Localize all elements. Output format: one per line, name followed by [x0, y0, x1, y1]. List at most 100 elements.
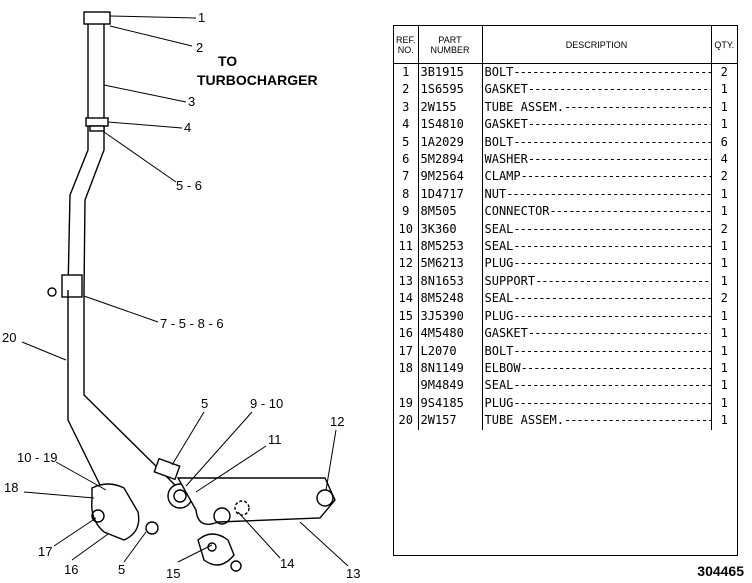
part-number-cell: 8N1653 — [418, 272, 483, 291]
callout-20: 20 — [2, 330, 16, 345]
support-bracket — [176, 477, 336, 525]
leader-dashes: ---------------------------------------- — [535, 273, 710, 288]
callout-18: 18 — [4, 480, 18, 495]
upper-tube — [67, 20, 105, 291]
ref-cell: 5 — [394, 133, 419, 152]
quantity-cell: 4 — [720, 152, 728, 167]
part-number-cell: 1S6595 — [418, 81, 483, 99]
leader-dashes: ---------------------------------------- — [513, 343, 710, 358]
exploded-parts-diagram: TO TURBOCHARGER 1 2 3 4 5 - 6 7 - 5 - 8 … — [2, 10, 360, 581]
description-cell: ELBOW-----------------------------------… — [482, 359, 712, 378]
svg-text:TURBOCHARGER: TURBOCHARGER — [197, 72, 318, 88]
ref-cell: 8 — [394, 185, 419, 204]
leader-dashes: ---------------------------------------- — [513, 308, 710, 323]
description-cell: SEAL------------------------------------… — [482, 220, 712, 239]
description-cell: TUBE ASSEM.-----------------------------… — [482, 98, 712, 117]
svg-text:TO: TO — [218, 53, 237, 69]
lower-elbow — [91, 483, 140, 541]
callout-1: 1 — [198, 10, 205, 25]
quantity-cell: 1 — [720, 99, 728, 114]
description-cell: WASHER----------------------------------… — [482, 151, 712, 169]
quantity-cell: 1 — [720, 326, 728, 341]
quantity-cell: 2 — [720, 169, 728, 184]
callout-2: 2 — [196, 40, 203, 55]
ref-cell: 1 — [394, 63, 419, 82]
description-cell: CLAMP-----------------------------------… — [482, 168, 712, 186]
description-cell: PLUG------------------------------------… — [482, 255, 712, 273]
part-number-cell: 8N1149 — [418, 359, 483, 378]
ref-cell: 11 — [394, 238, 419, 256]
quantity-cell: 1 — [720, 117, 728, 132]
leader-dashes: ---------------------------------------- — [520, 169, 710, 184]
ref-cell: 9 — [394, 203, 419, 221]
part-number-cell: 1S4810 — [418, 116, 483, 134]
part-number-cell: 3K360 — [418, 220, 483, 239]
leader-dashes: ---------------------------------------- — [549, 204, 711, 219]
leader-dashes: ---------------------------------------- — [520, 360, 710, 375]
description-cell: SEAL------------------------------------… — [482, 377, 712, 395]
leader-dashes: ---------------------------------------- — [527, 117, 711, 132]
callout-7-5-8-6: 7 - 5 - 8 - 6 — [160, 316, 224, 331]
ref-cell: 17 — [394, 342, 419, 360]
header-ref-no: REF.NO. — [394, 26, 419, 64]
ref-cell: 3 — [394, 98, 419, 117]
description-cell: GASKET----------------------------------… — [482, 325, 712, 343]
ref-cell: 10 — [394, 220, 419, 239]
elbow-bolt-hole-right — [145, 521, 159, 535]
description-cell: PLUG------------------------------------… — [482, 394, 712, 413]
bracket-plug — [316, 489, 334, 507]
callout-numbers: 1 2 3 4 5 - 6 7 - 5 - 8 - 6 20 5 9 - 10 … — [2, 10, 360, 581]
leader-dashes: ---------------------------------------- — [506, 186, 711, 201]
leader-dashes: ---------------------------------------- — [563, 413, 710, 428]
leader-dashes: ---------------------------------------- — [527, 326, 711, 341]
quantity-cell: 1 — [720, 204, 728, 219]
part-number-cell: L2070 — [418, 342, 483, 360]
callout-12: 12 — [330, 414, 344, 429]
quantity-cell: 1 — [720, 82, 728, 97]
lower-flange-bolt — [230, 560, 242, 572]
quantity-cell: 2 — [720, 291, 728, 306]
ref-cell: 18 — [394, 359, 419, 378]
part-number-cell: 9S4185 — [418, 394, 483, 413]
mid-flange-gasket — [89, 125, 105, 132]
ref-cell: 19 — [394, 394, 419, 413]
ref-cell: 4 — [394, 116, 419, 134]
quantity-cell: 1 — [720, 343, 728, 358]
leader-dashes: ---------------------------------------- — [513, 239, 710, 254]
ref-cell — [394, 377, 419, 395]
callout-4: 4 — [184, 120, 191, 135]
ref-cell: 20 — [394, 412, 419, 430]
leader-dashes: ---------------------------------------- — [513, 134, 710, 149]
description-cell: SEAL------------------------------------… — [482, 238, 712, 256]
ref-cell: 13 — [394, 272, 419, 291]
part-number-cell: 3J5390 — [418, 307, 483, 326]
part-number-cell: 1D4717 — [418, 185, 483, 204]
callout-3: 3 — [188, 94, 195, 109]
part-number-cell: 8M5248 — [418, 290, 483, 308]
ref-cell: 12 — [394, 255, 419, 273]
description-cell: TUBE ASSEM.-----------------------------… — [482, 412, 712, 430]
header-qty: QTY. — [711, 26, 737, 64]
ref-cell: 15 — [394, 307, 419, 326]
leader-dashes: ---------------------------------------- — [527, 82, 711, 97]
tube-clamp — [61, 274, 83, 298]
quantity-cell: 1 — [720, 378, 728, 393]
quantity-cell: 1 — [720, 186, 728, 201]
part-number-cell: 3B1915 — [418, 63, 483, 82]
leader-dashes: ---------------------------------------- — [513, 221, 710, 236]
drawing-number: 304465 — [697, 563, 744, 579]
description-cell: BOLT------------------------------------… — [482, 63, 712, 82]
